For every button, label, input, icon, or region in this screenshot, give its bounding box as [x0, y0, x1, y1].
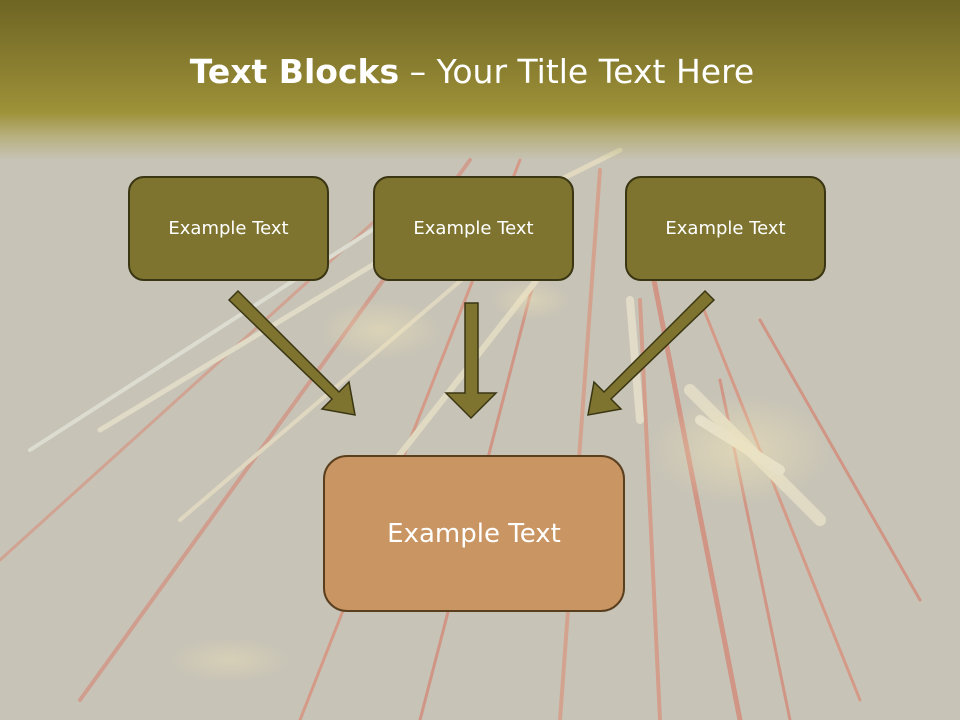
main-text-block-label: Example Text	[387, 518, 561, 549]
down-left-arrow-icon	[587, 289, 716, 416]
text-block-3-label: Example Text	[665, 218, 786, 239]
down-right-arrow-icon	[227, 289, 356, 416]
text-block-1[interactable]: Example Text	[128, 176, 329, 281]
text-block-3[interactable]: Example Text	[625, 176, 826, 281]
title-rest-text: Your Title Text Here	[436, 52, 755, 91]
text-block-1-label: Example Text	[168, 218, 289, 239]
title-dash: –	[399, 52, 437, 91]
main-text-block[interactable]: Example Text	[323, 455, 625, 612]
title-bold-text: Text Blocks	[189, 52, 400, 91]
text-block-2[interactable]: Example Text	[373, 176, 574, 281]
title-band	[0, 0, 960, 160]
slide-title: Text Blocks – Your Title Text Here	[0, 52, 944, 91]
text-block-2-label: Example Text	[413, 218, 534, 239]
down-arrow-icon	[444, 302, 498, 420]
